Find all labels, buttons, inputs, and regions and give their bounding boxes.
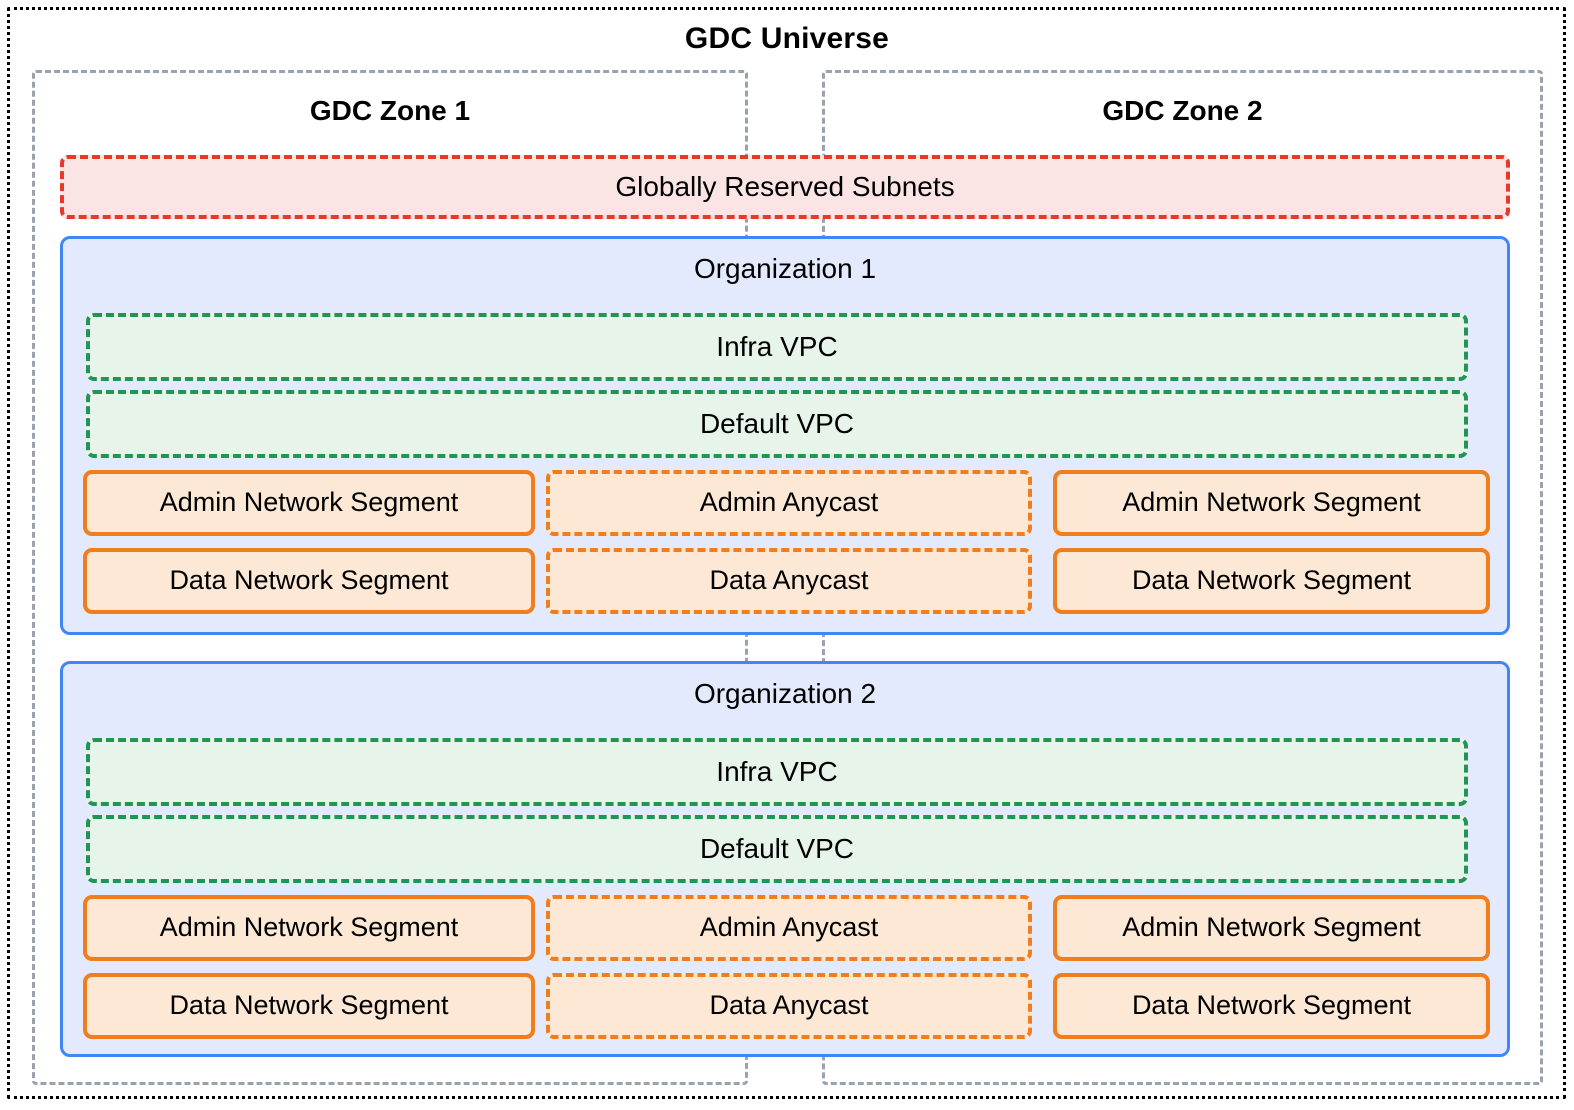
org-1-admin-anycast: Admin Anycast [546, 470, 1032, 536]
org-1-zone-2-admin-network-segment: Admin Network Segment [1053, 470, 1490, 536]
org-2-zone-2-admin-network-segment-label: Admin Network Segment [1122, 912, 1421, 943]
organization-1-title: Organization 1 [693, 253, 877, 284]
organization-2-title: Organization 2 [693, 678, 877, 709]
org-1-zone-1-admin-network-segment-label: Admin Network Segment [159, 487, 459, 518]
org-1-zone-2-data-network-segment-label: Data Network Segment [1131, 565, 1412, 596]
org-2-infra-vpc-label: Infra VPC [716, 756, 838, 787]
org-1-admin-anycast-label: Admin Anycast [699, 487, 879, 518]
organization-2-box: Organization 2 Infra VPC Default VPC Adm… [60, 661, 1510, 1057]
gdc-universe-title: GDC Universe [684, 22, 890, 55]
org-2-zone-2-admin-network-segment: Admin Network Segment [1053, 895, 1490, 961]
org-1-data-anycast: Data Anycast [546, 548, 1032, 614]
org-1-default-vpc: Default VPC [86, 390, 1468, 458]
gdc-zone-1-title: GDC Zone 1 [309, 95, 471, 126]
gdc-zone-2-title: GDC Zone 2 [1102, 95, 1263, 126]
globally-reserved-subnets-box: Globally Reserved Subnets [60, 155, 1510, 219]
org-2-zone-1-admin-network-segment: Admin Network Segment [83, 895, 535, 961]
gdc-universe-boundary [7, 7, 1566, 1099]
org-2-default-vpc-label: Default VPC [699, 833, 855, 864]
org-1-zone-1-admin-network-segment: Admin Network Segment [83, 470, 535, 536]
org-2-infra-vpc: Infra VPC [86, 738, 1468, 806]
org-2-zone-1-admin-network-segment-label: Admin Network Segment [159, 912, 459, 943]
globally-reserved-subnets-label: Globally Reserved Subnets [615, 171, 955, 202]
org-1-zone-1-data-network-segment-label: Data Network Segment [169, 565, 449, 596]
org-2-zone-2-data-network-segment-label: Data Network Segment [1131, 990, 1412, 1021]
org-2-admin-anycast: Admin Anycast [546, 895, 1032, 961]
org-1-zone-1-data-network-segment: Data Network Segment [83, 548, 535, 614]
org-1-infra-vpc-label: Infra VPC [716, 331, 838, 362]
org-1-data-anycast-label: Data Anycast [709, 565, 869, 596]
org-1-zone-2-data-network-segment: Data Network Segment [1053, 548, 1490, 614]
org-2-data-anycast-label: Data Anycast [709, 990, 869, 1021]
org-2-zone-1-data-network-segment: Data Network Segment [83, 973, 535, 1039]
org-2-zone-2-data-network-segment: Data Network Segment [1053, 973, 1490, 1039]
org-1-zone-2-admin-network-segment-label: Admin Network Segment [1122, 487, 1421, 518]
org-2-default-vpc: Default VPC [86, 815, 1468, 883]
org-1-infra-vpc: Infra VPC [86, 313, 1468, 381]
org-1-default-vpc-label: Default VPC [699, 408, 855, 439]
org-2-data-anycast: Data Anycast [546, 973, 1032, 1039]
org-2-admin-anycast-label: Admin Anycast [699, 912, 879, 943]
organization-1-box: Organization 1 Infra VPC Default VPC Adm… [60, 236, 1510, 635]
org-2-zone-1-data-network-segment-label: Data Network Segment [169, 990, 449, 1021]
